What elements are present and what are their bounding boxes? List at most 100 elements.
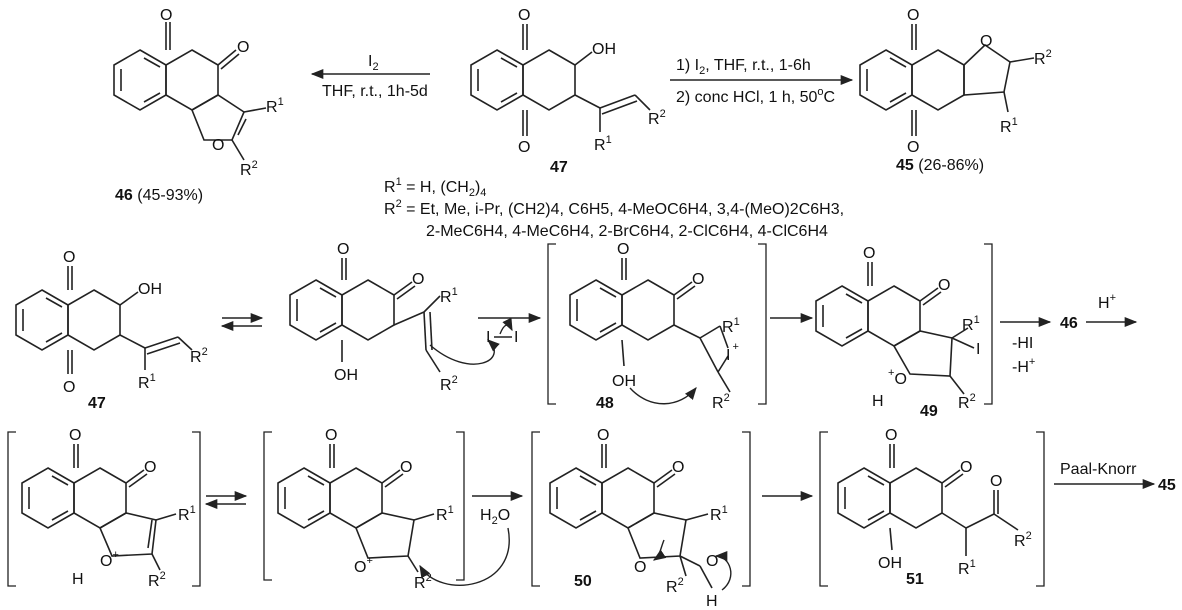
compound-45-top: O O O R2 R1 45 (26-86%) — [859, 7, 1052, 174]
oxonium: O+ — [354, 555, 373, 576]
o-atom: O — [990, 473, 1002, 490]
compound-46-top: O O O R1 R2 46 (45-93%) — [113, 7, 284, 204]
compound-label: 50 — [574, 573, 592, 590]
compound-tautomer: O O OH R1 R2 — [289, 241, 500, 394]
r2-label: R2 — [440, 374, 458, 394]
r1-label: R1 — [440, 286, 458, 306]
o-atom: O — [863, 245, 875, 262]
r2-definition-continued: 2-MeC6H4, 4-MeC6H4, 2-BrC6H4, 2-ClC6H4, … — [426, 223, 828, 240]
compound-label: 45 — [1158, 477, 1176, 494]
o-atom: O — [907, 7, 919, 24]
o-atom: O — [597, 427, 609, 444]
r1-definition: R1 = H, (CH2)4 — [384, 176, 486, 199]
o-atom: O — [325, 427, 337, 444]
o-atom: O — [885, 427, 897, 444]
oxonium: O+ — [100, 549, 119, 570]
o-atom: O — [907, 139, 919, 156]
r1-label: R1 — [1000, 116, 1018, 136]
o-atom: O — [980, 33, 992, 50]
r2-label: R2 — [958, 392, 976, 412]
r1-label: R1 — [962, 314, 980, 334]
r2-label: R2 — [1014, 530, 1032, 550]
r2-label: R2 — [666, 576, 684, 596]
compound-label: 47 — [550, 159, 568, 176]
compound-47-mech: O O OH R2 R1 47 — [15, 249, 208, 412]
byproduct-text: -HI — [1012, 335, 1033, 352]
oh-group: OH — [138, 281, 162, 298]
oxonium: +O — [888, 367, 907, 388]
o-atom: O — [160, 7, 172, 24]
condition-text: THF, r.t., 1h-5d — [322, 83, 428, 100]
condition-text: 2) conc HCl, 1 h, 50oC — [676, 86, 835, 106]
o-atom: O — [518, 7, 530, 24]
iodine-atom: I — [976, 341, 980, 358]
o-atom: O — [960, 459, 972, 476]
o-atom: O — [518, 139, 530, 156]
r1-label: R1 — [710, 504, 728, 524]
o-atom: O — [237, 39, 249, 56]
r2-label: R2 — [648, 108, 666, 128]
compound-protonated-furan: O O O+ H R1 R2 — [21, 427, 196, 590]
compound-label: 45 (26-86%) — [896, 157, 984, 174]
h-atom: H — [706, 593, 718, 610]
oh-group: OH — [334, 367, 358, 384]
o-atom: O — [692, 271, 704, 288]
iodonium: I+ — [726, 341, 739, 364]
r2-label: R2 — [148, 570, 166, 590]
r1-label: R1 — [436, 504, 454, 524]
o-atom: O — [63, 379, 75, 396]
r2-label: R2 — [414, 572, 432, 592]
oh-group: OH — [612, 373, 636, 390]
compound-label: 47 — [88, 395, 106, 412]
o-atom: O — [69, 427, 81, 444]
compound-label: 46 — [1060, 315, 1078, 332]
curved-arrow — [652, 539, 667, 561]
r2-label: R2 — [1034, 48, 1052, 68]
compound-label: 46 (45-93%) — [115, 187, 203, 204]
iodine-atom: I — [514, 329, 518, 346]
r1-label: R1 — [594, 134, 612, 154]
compound-label: 48 — [596, 395, 614, 412]
compound-oxocarbenium: O O O+ R1 R2 — [277, 427, 454, 592]
r1-label: R1 — [722, 316, 740, 336]
h-atom: H — [72, 571, 84, 588]
curved-arrow — [629, 387, 697, 405]
oh-group: OH — [592, 41, 616, 58]
o-atom: O — [144, 459, 156, 476]
curved-arrow — [429, 339, 500, 365]
r1-label: R1 — [178, 504, 196, 524]
reagent-text: 1) I2, THF, r.t., 1-6h — [676, 57, 811, 77]
o-atom: O — [412, 271, 424, 288]
compound-48: O O OH R1 I+ R2 48 — [569, 241, 740, 412]
o-atom: O — [672, 459, 684, 476]
r2-label: R2 — [240, 159, 258, 179]
r1-label: R1 — [138, 372, 156, 392]
r2-label: R2 — [190, 346, 208, 366]
compound-51: O O O OH R1 R2 51 — [837, 427, 1032, 588]
curved-arrow — [419, 527, 510, 586]
compound-50: O O O O H R1 R2 50 — [549, 427, 732, 610]
compound-label: 49 — [920, 403, 938, 420]
o-atom: O — [63, 249, 75, 266]
byproduct-text: -H+ — [1012, 356, 1035, 376]
compound-47-top: O O OH R2 R1 47 — [470, 7, 666, 176]
r2-label: R2 — [712, 392, 730, 412]
r1-label: R1 — [266, 96, 284, 116]
o-atom: O — [617, 241, 629, 258]
water-text: H2O — [480, 507, 510, 527]
h-atom: H — [872, 393, 884, 410]
curved-arrow — [499, 317, 513, 335]
r1-label: R1 — [958, 558, 976, 578]
iodine-atom: I — [486, 329, 490, 346]
o-atom: O — [938, 277, 950, 294]
o-atom: O — [337, 241, 349, 258]
compound-label: 51 — [906, 571, 924, 588]
curved-arrow — [714, 550, 732, 591]
reagent-text: I2 — [368, 53, 379, 73]
reaction-name: Paal-Knorr — [1060, 461, 1137, 478]
o-atom: O — [212, 137, 224, 154]
r2-definition: R2 = Et, Me, i-Pr, (CH2)4, C6H5, 4-MeOC6… — [384, 198, 844, 218]
oh-group: OH — [878, 555, 902, 572]
proton-text: H+ — [1098, 292, 1116, 312]
